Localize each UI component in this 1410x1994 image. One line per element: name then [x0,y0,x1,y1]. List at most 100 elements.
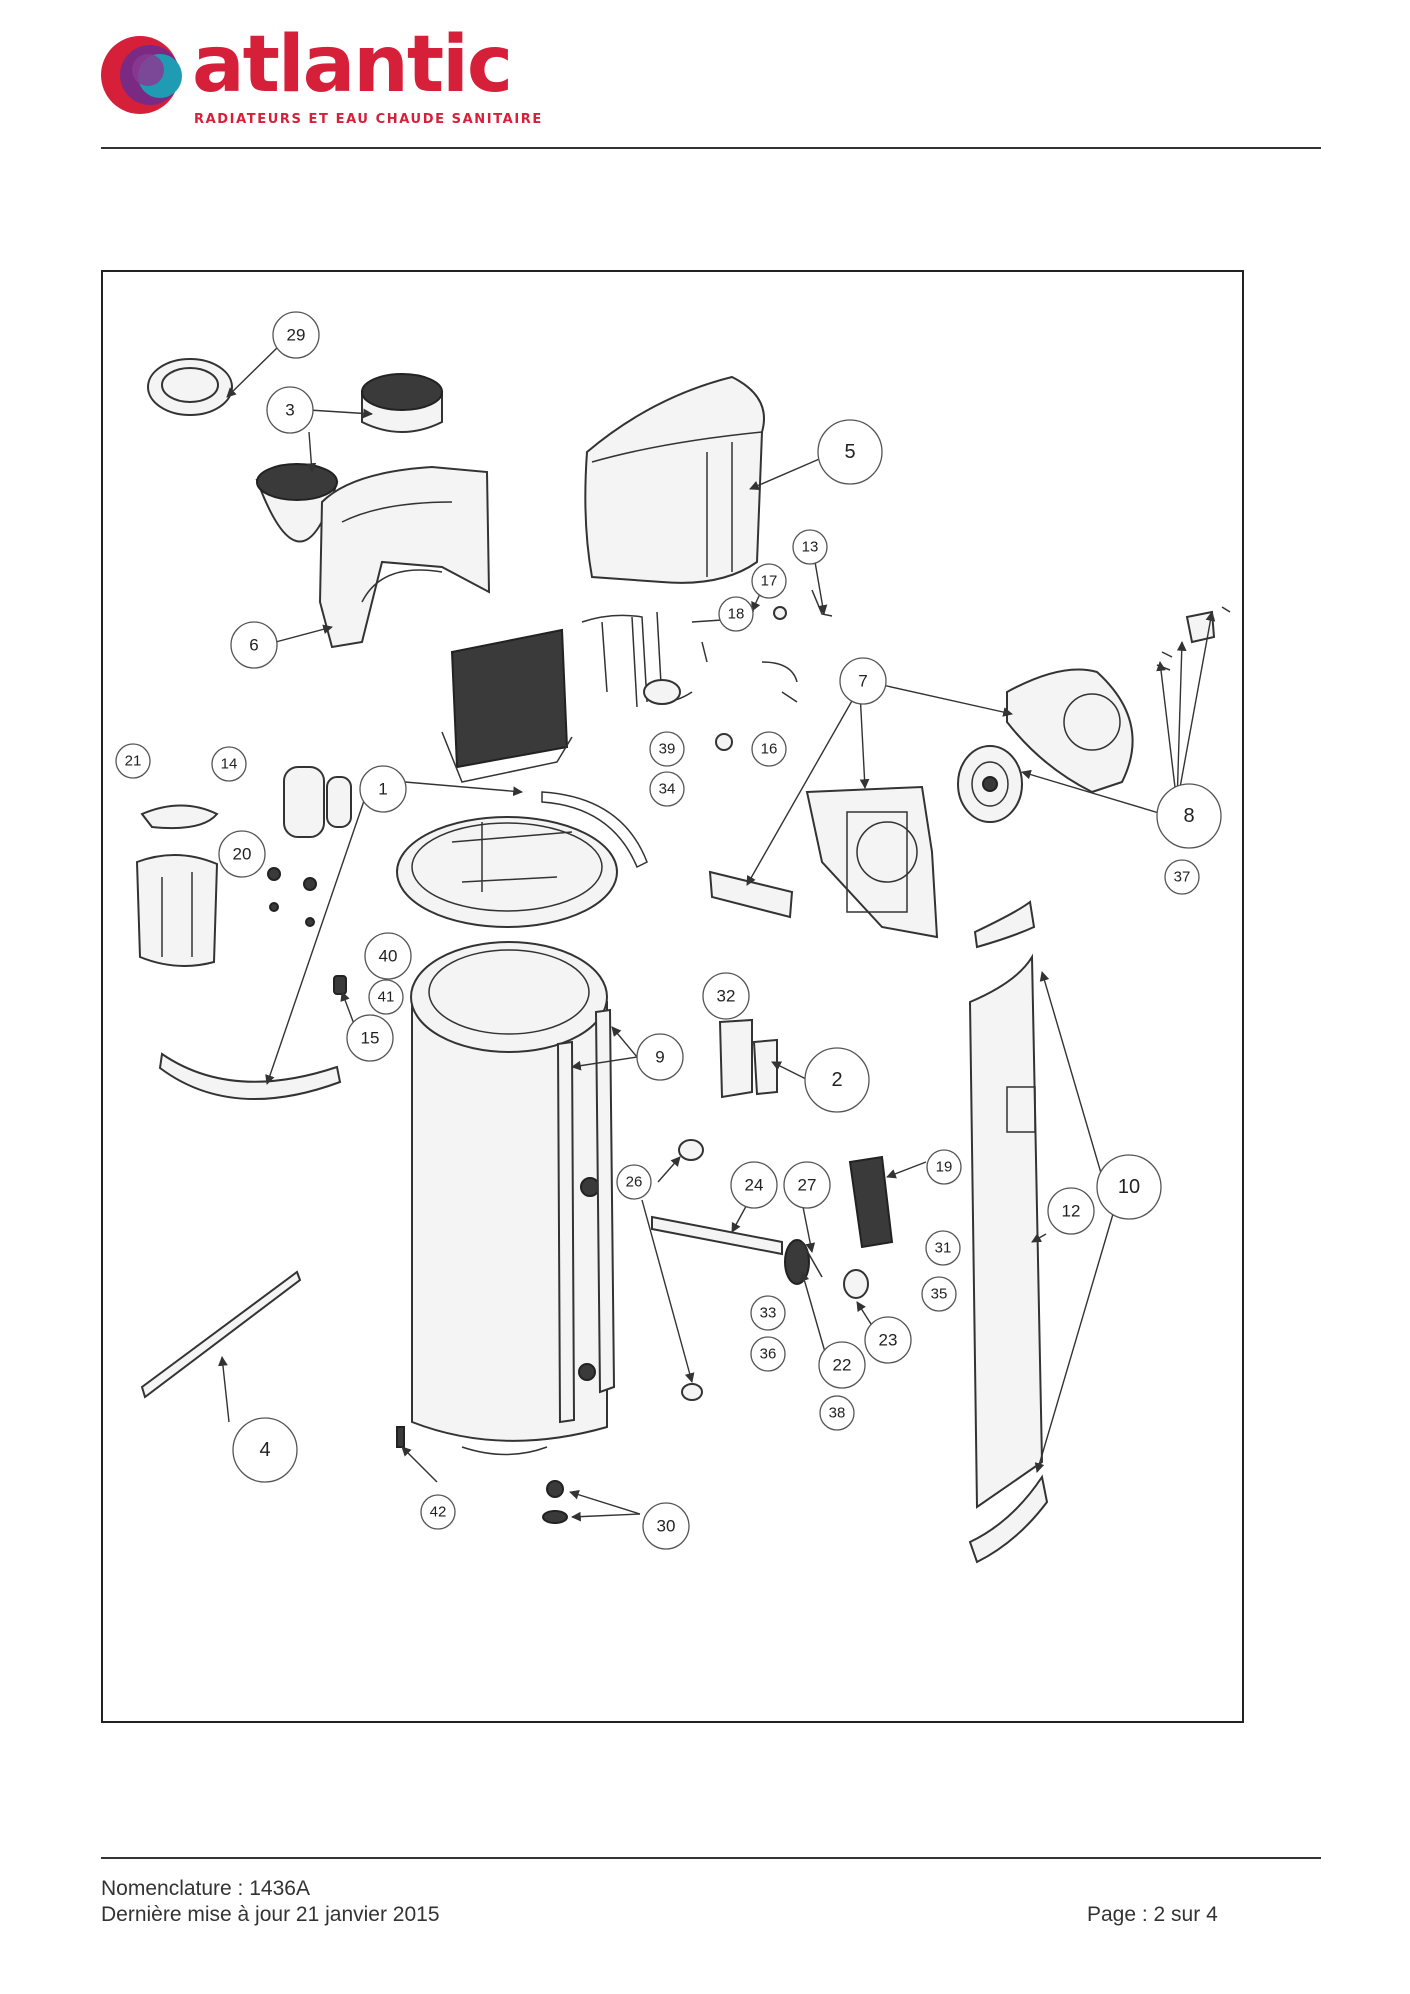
callout-circle [616,1164,652,1200]
callout-circle [819,1395,855,1431]
callout-35: 35 [921,1276,957,1312]
callout-circle [818,1341,866,1389]
callout-16: 16 [751,731,787,767]
callout-10: 10 [1096,1154,1162,1220]
callout-circle [751,563,787,599]
callout-6: 6 [230,621,278,669]
callout-9: 9 [636,1033,684,1081]
exploded-view-drawing: .p { fill: #f4f4f4; stroke: #333; stroke… [115,311,1231,1564]
callout-label: 26 [626,1174,643,1191]
callout-circle [346,1014,394,1062]
callout-label: 23 [879,1331,898,1350]
callout-label: 39 [659,741,676,758]
part-fan-wheel [957,745,1023,823]
callout-8: 8 [1156,783,1222,849]
callout-circle [368,979,404,1015]
last-updated-label: Dernière mise à jour 21 janvier 2015 [101,1903,440,1926]
callout-29: 29 [272,311,320,359]
brand-tagline: RADIATEURS ET EAU CHAUDE SANITAIRE [194,112,543,127]
callout-label: 36 [760,1346,777,1363]
callout-circle [272,311,320,359]
callout-42: 42 [420,1494,456,1530]
callout-41: 41 [368,979,404,1015]
callout-label: 18 [728,606,745,623]
callout-15: 15 [346,1014,394,1062]
callout-label: 13 [802,539,819,556]
callout-label: 6 [249,636,258,655]
callout-2: 2 [804,1047,870,1113]
callout-circle [864,1316,912,1364]
callout-label: 27 [798,1176,817,1195]
callout-20: 20 [218,830,266,878]
exploded-view-diagram: .p { fill: #f4f4f4; stroke: #333; stroke… [101,270,1244,1723]
page-number: Page : 2 sur 4 [1087,1903,1218,1926]
callout-label: 2 [831,1069,842,1091]
callout-33: 33 [750,1295,786,1331]
part-top-cover [318,465,491,649]
callout-circle [211,746,247,782]
part-fan-bracket [708,870,794,919]
part-duct-ring [147,358,233,416]
nomenclature-label: Nomenclature : 1436A [101,1877,310,1900]
logo-mark-icon [101,36,182,114]
callout-circle [718,596,754,632]
callout-label: 8 [1183,805,1194,827]
part-compressor [267,766,352,927]
callout-label: 42 [430,1504,447,1521]
callout-label: 30 [657,1517,676,1536]
part-fan-housing [805,785,939,939]
callout-circle [642,1502,690,1550]
callout-7: 7 [839,657,887,705]
callout-label: 19 [936,1159,953,1176]
callout-40: 40 [364,932,412,980]
callout-label: 9 [655,1048,664,1067]
callout-circle [792,529,828,565]
callout-label: 35 [931,1286,948,1303]
header-divider [101,147,1321,149]
part-display-bracket [718,1018,753,1099]
callout-label: 24 [745,1176,764,1195]
callout-17: 17 [751,563,787,599]
callout-circle [817,419,883,485]
part-evaporator [441,628,573,783]
footer-divider [101,1857,1321,1859]
callout-31: 31 [925,1230,961,1266]
callout-14: 14 [211,746,247,782]
part-housing-cover [584,375,765,584]
callout-36: 36 [750,1336,786,1372]
callout-38: 38 [819,1395,855,1431]
callout-label: 22 [833,1356,852,1375]
brand-name: atlantic [192,20,513,110]
callout-label: 3 [285,401,294,420]
callout-26: 26 [616,1164,652,1200]
part-thermostat [848,1155,894,1249]
callout-label: 15 [361,1029,380,1048]
callout-label: 14 [221,756,238,773]
part-plate [140,804,219,830]
callout-circle [636,1033,684,1081]
callout-label: 4 [259,1439,270,1461]
callout-label: 1 [378,780,387,799]
callout-circle [926,1149,962,1185]
part-gasket-arc-upper [541,791,648,869]
callout-circle [783,1161,831,1209]
callout-3: 3 [266,386,314,434]
callout-circle [115,743,151,779]
callout-label: 10 [1118,1176,1140,1198]
callout-21: 21 [115,743,151,779]
atlantic-logo: atlantic RADIATEURS ET EAU CHAUDE SANITA… [100,26,541,130]
part-front-panel [968,900,1049,1564]
part-gasket-arc-lower [158,1052,342,1100]
callout-circle [364,932,412,980]
callout-circle [804,1047,870,1113]
callout-label: 32 [717,987,736,1006]
callout-circle [730,1161,778,1209]
callout-circle [1047,1187,1095,1235]
callout-circle [925,1230,961,1266]
callout-19: 19 [926,1149,962,1185]
part-heating-element [651,1215,823,1285]
callout-1: 1 [359,765,407,813]
callout-circle [649,731,685,767]
callout-label: 20 [233,845,252,864]
part-water-tank [410,941,608,1456]
